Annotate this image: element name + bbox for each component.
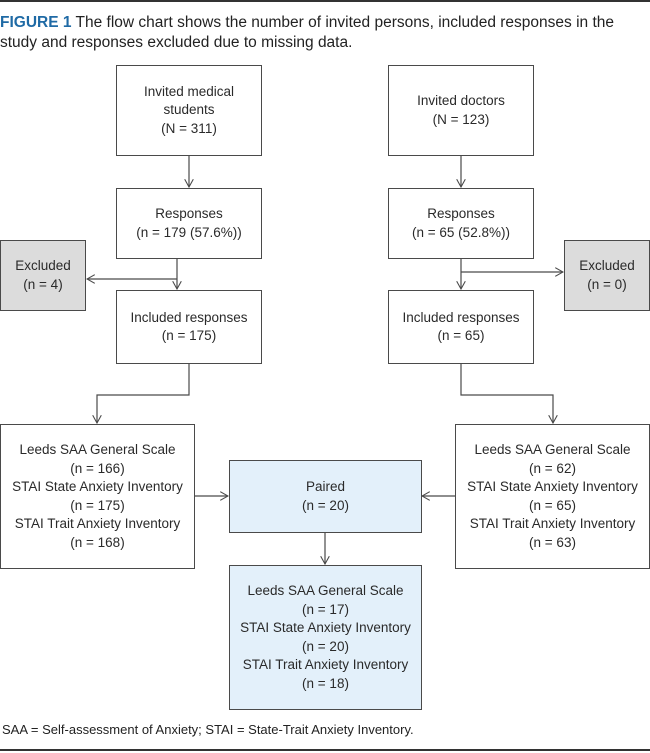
included-doctors-box: Included responses (n = 65) [388,290,534,364]
caption-text: The flow chart shows the number of invit… [0,14,615,51]
figure-caption: FIGURE 1 The flow chart shows the number… [0,13,640,53]
invited-doctors-box: Invited doctors (N = 123) [388,65,534,156]
excluded-students-box: Excluded (n = 4) [0,240,86,311]
arrow-included-to-scales-doctors [460,364,553,423]
top-rule [0,0,650,2]
responses-doctors-box: Responses (n = 65 (52.8%)) [388,188,534,259]
scales-doctors-box: Leeds SAA General Scale (n = 62) STAI St… [455,424,650,569]
excluded-doctors-box: Excluded (n = 0) [564,240,650,311]
scales-students-box: Leeds SAA General Scale (n = 166) STAI S… [0,424,195,569]
responses-students-box: Responses (n = 179 (57.6%)) [116,188,262,259]
invited-students-box: Invited medical students (N = 311) [116,65,262,156]
included-students-box: Included responses (n = 175) [116,290,262,364]
footnote: SAA = Self-assessment of Anxiety; STAI =… [2,722,414,737]
bottom-rule [0,749,650,751]
figure-label: FIGURE 1 [0,14,72,31]
paired-box: Paired (n = 20) [229,460,422,533]
arrow-included-to-scales-students [97,364,190,423]
scales-paired-box: Leeds SAA General Scale (n = 17) STAI St… [229,565,422,710]
